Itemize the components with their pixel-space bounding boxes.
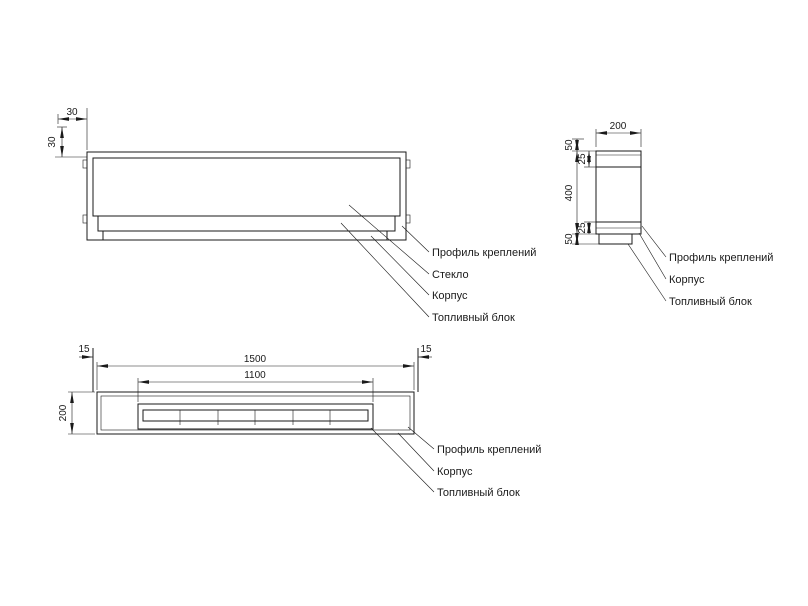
front-label-body: Корпус bbox=[432, 290, 468, 302]
front-label-fuel: Топливный блок bbox=[432, 312, 515, 324]
mounting-tab bbox=[82, 214, 88, 224]
front-dimensions: 30 30 bbox=[47, 107, 87, 157]
plan-dimensions: 15 15 1500 1100 200 bbox=[58, 344, 432, 434]
front-callouts: Профиль креплений Стекло Корпус Топливны… bbox=[340, 204, 536, 324]
plan-burner-strip bbox=[142, 409, 369, 422]
front-outer-frame bbox=[86, 151, 407, 241]
plan-view: 15 15 1500 1100 200 Профиль креплений Ко… bbox=[58, 344, 541, 499]
plan-body-inner bbox=[100, 395, 411, 431]
side-dim-width: 200 bbox=[610, 121, 627, 132]
mounting-tab bbox=[405, 214, 411, 224]
plan-callouts: Профиль креплений Корпус Топливный блок bbox=[370, 426, 541, 499]
plan-dim-left-offset: 15 bbox=[78, 344, 90, 355]
leader-line bbox=[397, 432, 435, 472]
plan-dim-overall-width: 1500 bbox=[244, 354, 267, 365]
leader-line bbox=[641, 225, 667, 258]
side-dim-bottom-inset: 25 bbox=[577, 222, 588, 234]
leader-line bbox=[638, 232, 667, 280]
side-dimensions: 200 50 25 400 25 50 bbox=[564, 121, 641, 245]
side-dim-height: 400 bbox=[564, 184, 575, 201]
plan-label-body: Корпус bbox=[437, 466, 473, 478]
side-view: 200 50 25 400 25 50 Профиль креплений Ко… bbox=[564, 121, 773, 308]
plan-body bbox=[96, 391, 415, 435]
side-dim-bottom-offset: 50 bbox=[564, 233, 575, 245]
side-dim-top-inset: 25 bbox=[577, 153, 588, 165]
leader-line bbox=[340, 222, 430, 318]
side-view-geometry bbox=[595, 150, 642, 245]
plan-fuel-block bbox=[137, 403, 374, 430]
plan-dim-burner-width: 1100 bbox=[244, 370, 266, 381]
side-callouts: Профиль креплений Корпус Топливный блок bbox=[627, 225, 773, 308]
front-dim-offset-side: 30 bbox=[47, 136, 58, 148]
mounting-tab bbox=[405, 159, 411, 169]
front-glass-panel bbox=[92, 157, 401, 217]
plan-view-geometry bbox=[92, 348, 419, 435]
plan-label-fuel: Топливный блок bbox=[437, 487, 520, 499]
leader-line bbox=[348, 204, 430, 275]
side-label-fuel: Топливный блок bbox=[669, 296, 752, 308]
leader-line bbox=[401, 225, 430, 253]
front-label-profile: Профиль креплений bbox=[432, 247, 536, 259]
leader-line bbox=[370, 427, 435, 493]
mounting-tab bbox=[82, 159, 88, 169]
plan-label-profile: Профиль креплений bbox=[437, 444, 541, 456]
side-dim-top-offset: 50 bbox=[564, 139, 575, 151]
side-label-body: Корпус bbox=[669, 274, 705, 286]
leader-line bbox=[627, 243, 667, 302]
side-label-profile: Профиль креплений bbox=[669, 252, 773, 264]
front-view: 30 30 Профиль креплений Стекло Корпус То… bbox=[47, 107, 536, 324]
front-dim-offset-top: 30 bbox=[66, 107, 78, 118]
plan-dim-right-offset: 15 bbox=[420, 344, 432, 355]
leader-line bbox=[370, 235, 430, 296]
front-fuel-block bbox=[97, 215, 396, 232]
leader-line bbox=[407, 426, 435, 450]
front-label-glass: Стекло bbox=[432, 269, 469, 281]
front-view-geometry bbox=[82, 151, 411, 241]
side-fuel-block bbox=[598, 233, 633, 245]
front-base-strip bbox=[102, 230, 388, 241]
plan-dim-depth: 200 bbox=[58, 404, 69, 421]
plan-extension-lines bbox=[68, 362, 415, 435]
